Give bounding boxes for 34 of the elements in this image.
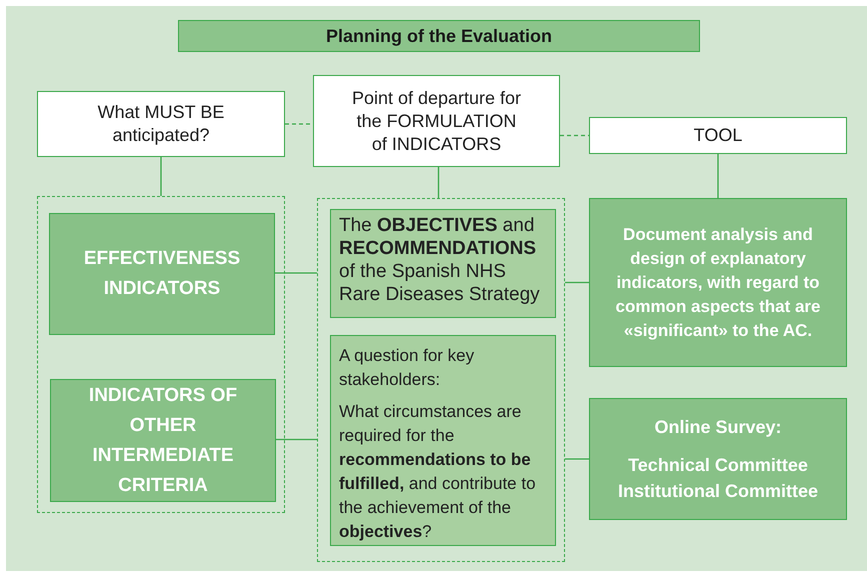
header-box [589, 117, 847, 154]
content-box [330, 335, 556, 546]
box-text: What MUST BE anticipated? [96, 101, 226, 147]
dashed-group-box [317, 198, 565, 562]
indicator-box [49, 213, 275, 335]
box-text: INDICATORS OF OTHER INTERMEDIATE CRITERIA [88, 384, 238, 498]
dashed-connector [285, 123, 313, 125]
box-text: A question for key stakeholders: [339, 345, 476, 391]
indicator-box [589, 398, 847, 520]
title-box [178, 20, 700, 52]
box-text: EFFECTIVENESS INDICATORS [82, 247, 242, 301]
connector-line [717, 154, 719, 198]
content-box [330, 209, 556, 318]
connector-line [160, 157, 162, 196]
box-text: What circumstances are required for the recommendations to be fulfilled, and contribute to the achievement of the objectives? [339, 401, 537, 543]
box-text: Document analysis and design of explanatory indicators, with regard to common aspects that are «significant» to the AC. [614, 224, 822, 342]
connector-line [438, 167, 440, 198]
box-text: TOOL [694, 124, 742, 147]
box-text: The OBJECTIVES and RECOMMENDATIONS of the Spanish NHS Rare Diseases Strategy [339, 214, 541, 306]
box-text: Planning of the Evaluation [326, 24, 552, 48]
connector-line [274, 272, 317, 274]
dashed-group-box [37, 196, 285, 513]
box-text: Point of departure for the FORMULATION of INDICATORS [350, 86, 522, 156]
connector-line [565, 282, 589, 284]
box-text: Institutional Committee [618, 480, 818, 503]
connector-line [275, 438, 317, 440]
indicator-box [50, 379, 276, 502]
box-text: Online Survey: [654, 416, 782, 439]
connector-line [565, 458, 589, 460]
indicator-box [589, 198, 847, 367]
box-text: Technical Committee [628, 454, 808, 477]
header-box [313, 75, 560, 167]
dashed-connector [560, 134, 589, 136]
header-box [37, 91, 285, 157]
